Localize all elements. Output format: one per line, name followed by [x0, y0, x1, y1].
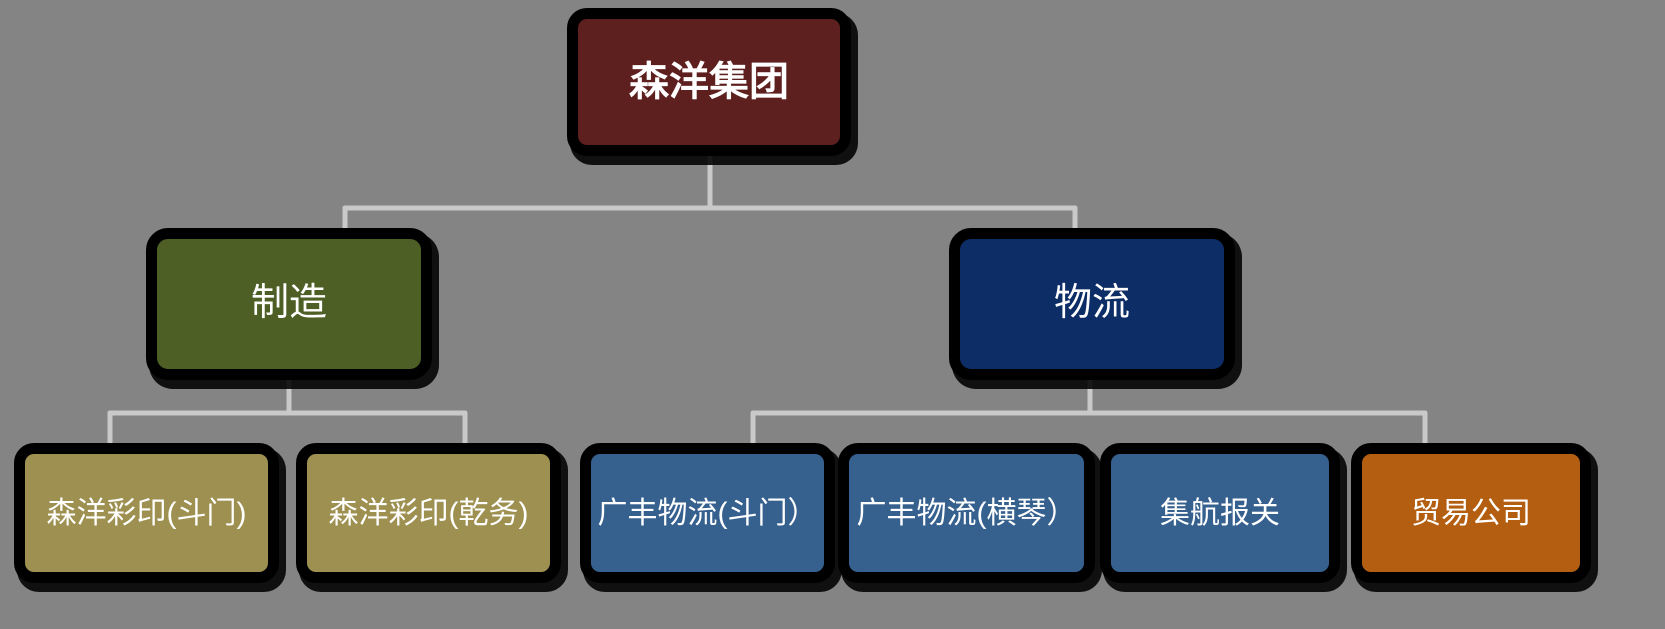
- node-log-3[interactable]: 集航报关: [1100, 443, 1340, 583]
- node-log-1[interactable]: 广丰物流(斗门）: [580, 443, 835, 583]
- node-mfg-2[interactable]: 森洋彩印(乾务): [296, 443, 561, 583]
- node-logistics-label: 物流: [1053, 282, 1130, 325]
- node-log-4[interactable]: 贸易公司: [1351, 443, 1591, 583]
- node-log-3-label: 集航报关: [1160, 496, 1280, 530]
- node-root[interactable]: 森洋集团: [567, 8, 851, 156]
- node-log-4-label: 贸易公司: [1411, 496, 1531, 530]
- node-mfg-1-label: 森洋彩印(斗门): [46, 496, 247, 530]
- node-log-2[interactable]: 广丰物流(横琴）: [838, 443, 1095, 583]
- node-mfg-2-label: 森洋彩印(乾务): [328, 496, 529, 530]
- node-logistics[interactable]: 物流: [949, 228, 1235, 380]
- node-root-label: 森洋集团: [629, 60, 789, 104]
- node-mfg-1[interactable]: 森洋彩印(斗门): [14, 443, 279, 583]
- node-manufacturing-label: 制造: [250, 282, 327, 325]
- node-manufacturing[interactable]: 制造: [146, 228, 432, 380]
- node-log-1-label: 广丰物流(斗门）: [597, 496, 818, 530]
- node-log-2-label: 广丰物流(横琴）: [856, 496, 1077, 530]
